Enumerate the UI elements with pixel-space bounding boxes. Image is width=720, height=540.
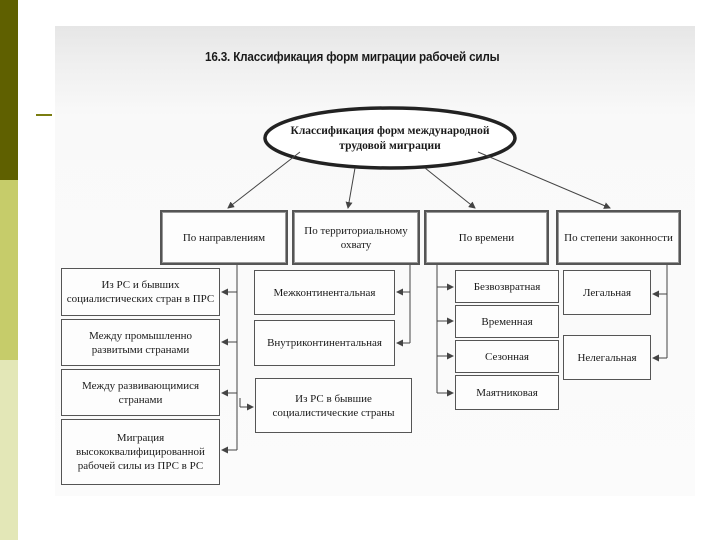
time-item-2: Временная — [455, 305, 559, 338]
left-strip-dark — [0, 0, 18, 180]
category-time: По времени — [424, 210, 549, 265]
root-arrow-1 — [227, 151, 301, 209]
time-item-1: Безвозвратная — [455, 270, 559, 303]
time-item-3: Сезонная — [455, 340, 559, 373]
category-direction: По направлениям — [160, 210, 288, 265]
legality-item-1: Легальная — [563, 270, 651, 315]
left-strip-mid — [0, 180, 18, 360]
direction-item-4: Миграция высококвалифицированной рабочей… — [61, 419, 220, 485]
root-arrow-3 — [424, 167, 476, 209]
territorial-item-2: Внутриконтинентальная — [254, 320, 395, 366]
time-item-4: Маятниковая — [455, 375, 559, 410]
category-territorial: По территориальному охвату — [292, 210, 420, 265]
left-strip-light — [0, 360, 18, 540]
root-arrow-4 — [477, 151, 611, 209]
direction-item-2: Между промышленно развитыми странами — [61, 319, 220, 366]
diagram-title: 16.3. Классификация форм миграции рабоче… — [205, 49, 500, 64]
root-ellipse — [263, 106, 517, 170]
bullet-dash — [36, 114, 52, 116]
territorial-item-1: Межконтинентальная — [254, 270, 395, 315]
legality-item-2: Нелегальная — [563, 335, 651, 380]
root-arrow-2 — [345, 167, 356, 209]
territorial-item-3: Из РС в бывшие социалистические страны — [255, 378, 412, 433]
direction-item-3: Между развивающимися странами — [61, 369, 220, 416]
root-node-label: Классификация форм международной трудово… — [290, 125, 490, 152]
category-legality: По степени законности — [556, 210, 681, 265]
direction-item-1: Из РС и бывших социалистических стран в … — [61, 268, 220, 316]
